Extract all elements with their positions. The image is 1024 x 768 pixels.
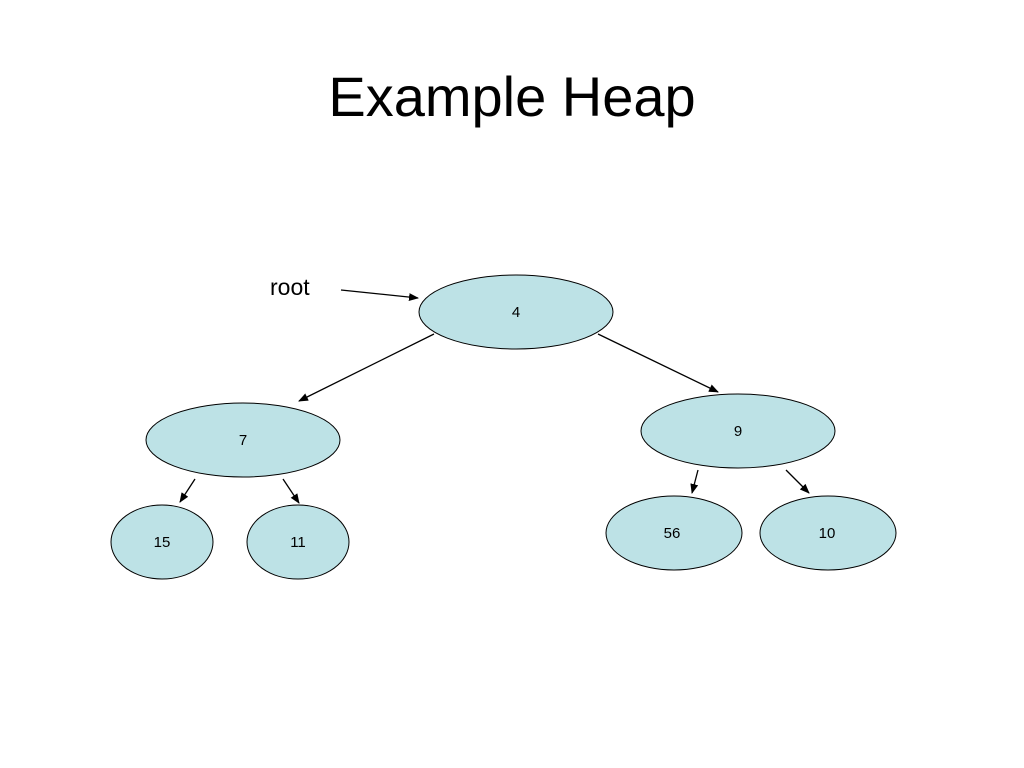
edge-7-15	[179, 478, 196, 503]
node-10-shape	[759, 495, 897, 571]
node-15-shape	[110, 504, 214, 580]
edge-group	[179, 333, 810, 504]
heap-node: 9	[640, 393, 836, 469]
root-label: root	[270, 274, 310, 300]
node-11-label: 11	[290, 534, 306, 551]
node-56-label: 56	[664, 525, 681, 542]
slide-title: Example Heap	[328, 65, 696, 128]
node-15-label: 15	[154, 534, 171, 551]
node-9-label: 9	[734, 423, 742, 440]
heap-node: 15	[110, 504, 214, 580]
edge-9-56	[690, 469, 699, 494]
edge-4-7	[298, 333, 435, 402]
heap-node: 11	[246, 504, 350, 580]
heap-node: 4	[418, 274, 614, 350]
node-10-label: 10	[819, 525, 836, 542]
node-56-shape	[605, 495, 743, 571]
root-pointer-arrow	[340, 289, 419, 302]
edge-7-11	[282, 478, 300, 504]
edge-4-9	[597, 333, 719, 393]
heap-node: 10	[759, 495, 897, 571]
heap-node: 7	[145, 402, 341, 478]
node-4-shape	[418, 274, 614, 350]
node-7-shape	[145, 402, 341, 478]
edge-9-10	[785, 469, 810, 494]
node-9-shape	[640, 393, 836, 469]
heap-node: 56	[605, 495, 743, 571]
node-11-shape	[246, 504, 350, 580]
node-4-label: 4	[512, 304, 520, 321]
node-7-label: 7	[239, 432, 247, 449]
